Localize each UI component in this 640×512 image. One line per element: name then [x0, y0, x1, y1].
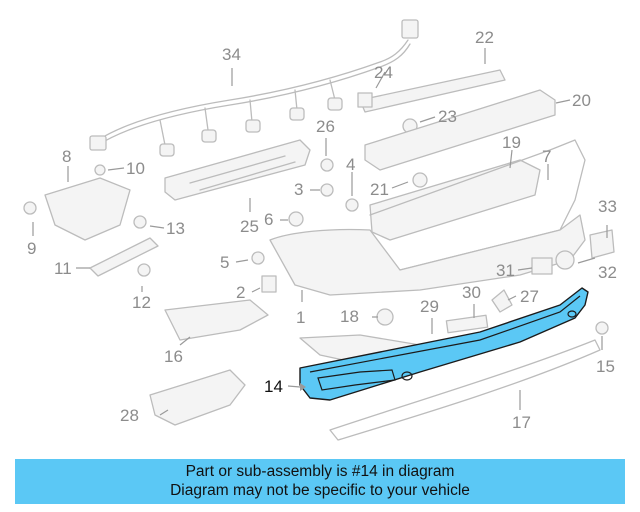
callout-30: 30 — [462, 283, 481, 302]
part-15 — [595, 321, 609, 335]
callout-31: 31 — [496, 261, 515, 280]
callout-18: 18 — [340, 307, 359, 326]
callout-25: 25 — [240, 217, 259, 236]
part-30 — [445, 314, 489, 334]
part-bracket-8 — [44, 177, 131, 241]
callout-1: 1 — [296, 308, 305, 327]
part-bar-20 — [364, 89, 556, 171]
callout-23: 23 — [438, 107, 457, 126]
part-bracket-11 — [89, 237, 159, 277]
part-32 — [555, 250, 575, 270]
callout-34: 34 — [222, 45, 241, 64]
callout-12: 12 — [132, 293, 151, 312]
part-27 — [491, 289, 513, 313]
callout-2: 2 — [236, 283, 245, 302]
part-reinforcement-19 — [369, 159, 541, 241]
part-clip-24 — [357, 92, 373, 108]
callout-9: 9 — [27, 239, 36, 258]
callout-20: 20 — [572, 91, 591, 110]
callout-15: 15 — [596, 357, 615, 376]
part-14-highlighted — [299, 287, 589, 401]
callout-26: 26 — [316, 117, 335, 136]
part-bumper-cover-1 — [269, 214, 586, 296]
fasteners — [23, 158, 428, 293]
callout-labels: 34 22 24 23 20 8 10 26 4 3 19 7 21 13 6 … — [27, 28, 617, 432]
callout-29: 29 — [420, 297, 439, 316]
parts-diagram: 34 22 24 23 20 8 10 26 4 3 19 7 21 13 6 … — [23, 19, 617, 441]
callout-13: 13 — [166, 219, 185, 238]
info-banner: Part or sub-assembly is #14 in diagram D… — [15, 459, 625, 504]
part-28 — [149, 369, 246, 426]
callout-19: 19 — [502, 133, 521, 152]
part-16 — [164, 299, 269, 341]
part-33 — [589, 229, 615, 259]
callout-7: 7 — [542, 147, 551, 166]
callout-24: 24 — [374, 63, 393, 82]
callout-6: 6 — [264, 210, 273, 229]
callout-3: 3 — [294, 180, 303, 199]
part-18 — [376, 308, 394, 326]
callout-21: 21 — [370, 180, 389, 199]
callout-32: 32 — [598, 263, 617, 282]
callout-4: 4 — [346, 155, 355, 174]
part-31 — [531, 257, 553, 275]
banner-line-1: Part or sub-assembly is #14 in diagram — [185, 463, 455, 480]
part-wiring-harness — [89, 19, 419, 157]
leader-lines — [32, 48, 608, 416]
callout-28: 28 — [120, 406, 139, 425]
callout-5: 5 — [220, 253, 229, 272]
callout-33: 33 — [598, 197, 617, 216]
callout-27: 27 — [520, 287, 539, 306]
callout-11: 11 — [54, 259, 72, 278]
callout-8: 8 — [62, 147, 71, 166]
callout-14: 14 — [264, 377, 283, 396]
callout-17: 17 — [512, 413, 531, 432]
part-17 — [329, 339, 601, 441]
banner-line-2: Diagram may not be specific to your vehi… — [170, 482, 470, 499]
callout-22: 22 — [475, 28, 494, 47]
callout-16: 16 — [164, 347, 183, 366]
callout-10: 10 — [126, 159, 145, 178]
part-bracket-22 — [359, 69, 506, 113]
